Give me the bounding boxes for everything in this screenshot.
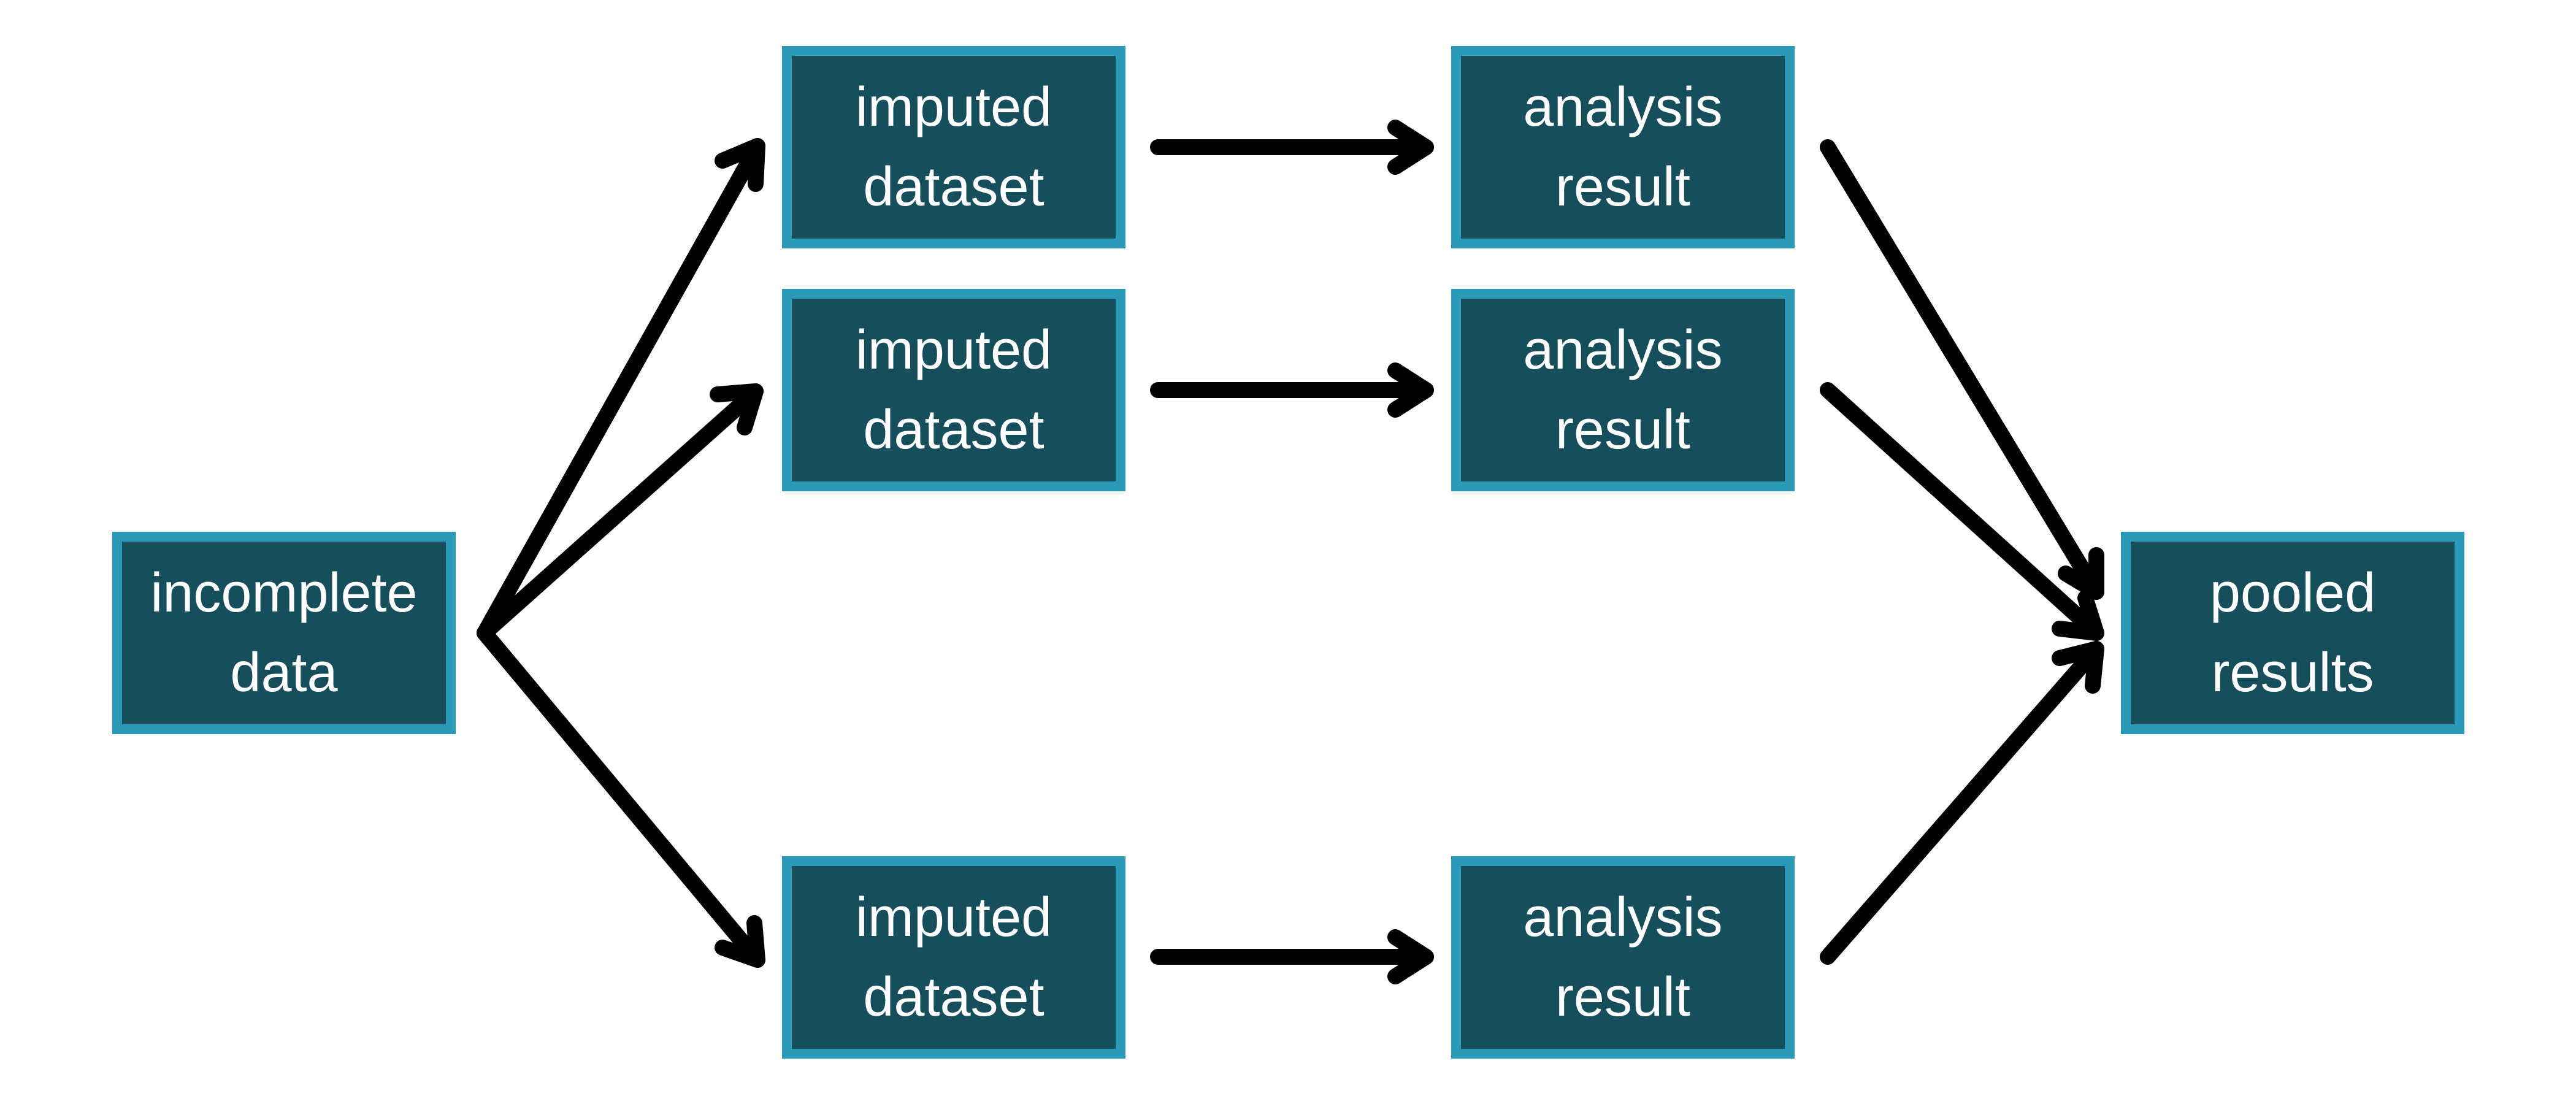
arrow-result-3-to-pooled (1820, 641, 2104, 965)
node-label-line2: dataset (863, 156, 1045, 218)
node-label-line1: analysis (1523, 320, 1723, 381)
node-label-line2: data (230, 642, 338, 703)
node-label-line1: pooled (2209, 562, 2376, 624)
node-label-line1: analysis (1523, 887, 1723, 948)
arrowhead-pooled-from-result-3 (2052, 641, 2104, 694)
imputed-dataset-node-2: imputed dataset (782, 289, 1125, 491)
incomplete-data-node: incomplete data (112, 532, 456, 734)
node-label-line1: incomplete (150, 562, 418, 624)
node-label-line2: results (2211, 642, 2374, 703)
arrow-incomplete-to-imputed-3 (477, 625, 765, 968)
arrowhead-imputed-3 (715, 915, 765, 968)
analysis-result-node-1: analysis result (1451, 46, 1795, 248)
analysis-result-node-2: analysis result (1451, 289, 1795, 491)
imputed-dataset-node-1: imputed dataset (782, 46, 1125, 248)
node-label-line2: result (1555, 967, 1691, 1028)
arrowhead-result-2 (1387, 362, 1434, 418)
arrow-result-1-to-pooled (1820, 139, 2104, 600)
imputed-dataset-node-3: imputed dataset (782, 856, 1125, 1059)
arrow-result-2-to-pooled (1820, 382, 2104, 641)
node-label-line2: dataset (863, 399, 1045, 461)
node-label-line2: dataset (863, 967, 1045, 1028)
pooled-results-node: pooled results (2121, 532, 2464, 734)
arrowhead-pooled-from-result-1 (2058, 547, 2104, 600)
arrowhead-pooled-from-result-2 (2052, 590, 2104, 641)
node-label-line2: result (1555, 399, 1691, 461)
node-label-line1: imputed (855, 77, 1052, 138)
node-label-line1: analysis (1523, 77, 1723, 138)
node-label-line2: result (1555, 156, 1691, 218)
arrowhead-result-1 (1387, 120, 1434, 175)
arrowhead-imputed-1 (715, 138, 765, 192)
arrow-incomplete-to-imputed-1 (477, 138, 765, 641)
analysis-result-node-3: analysis result (1451, 856, 1795, 1059)
node-label-line1: imputed (855, 887, 1052, 948)
arrow-incomplete-to-imputed-2 (477, 383, 764, 641)
arrowhead-imputed-2 (710, 383, 764, 435)
arrowhead-result-3 (1387, 929, 1434, 984)
node-label-line1: imputed (855, 320, 1052, 381)
